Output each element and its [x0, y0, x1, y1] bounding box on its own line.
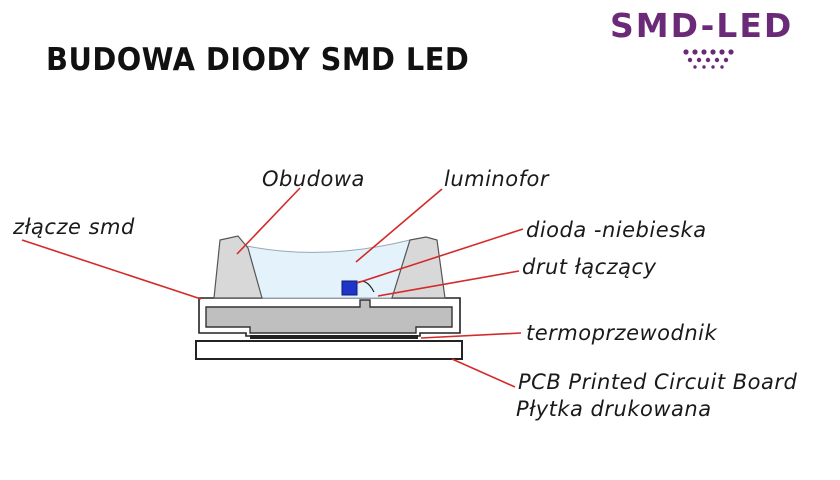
- housing-right-wall: [391, 236, 446, 299]
- label-smd-joint: złącze smd: [13, 215, 135, 239]
- thermal-conductor-strip: [250, 335, 418, 339]
- thermal-pad: [205, 299, 453, 334]
- housing-left-wall: [213, 235, 263, 299]
- pcb-board: [195, 340, 463, 360]
- leader-lines: [21, 187, 524, 388]
- phosphor-fill: [241, 239, 411, 299]
- smd-led-logo: SMD-LED: [604, 4, 824, 74]
- logo-text: SMD-LED: [610, 6, 794, 45]
- page-title: BUDOWA DIODY SMD LED: [46, 42, 470, 78]
- blue-diode-chip: [341, 280, 358, 296]
- label-blue-diode: dioda -niebieska: [526, 218, 707, 242]
- label-pcb-polish: Płytka drukowana: [516, 397, 712, 421]
- label-thermal-conductor: termoprzewodnik: [526, 321, 718, 345]
- label-pcb-english: PCB Printed Circuit Board: [518, 370, 798, 394]
- label-bond-wire: drut łączący: [522, 255, 657, 279]
- logo-dots-icon: [683, 49, 734, 69]
- label-housing: Obudowa: [262, 167, 365, 191]
- label-phosphor: luminofor: [444, 167, 549, 191]
